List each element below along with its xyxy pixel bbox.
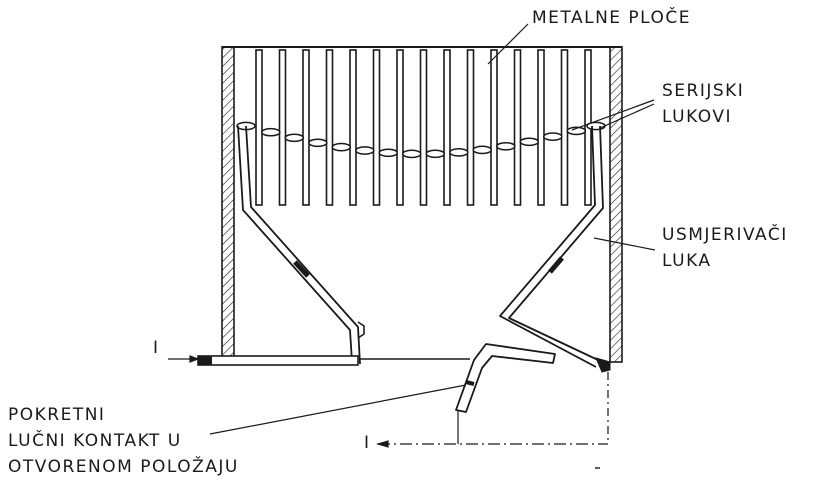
- series-arc: [519, 137, 540, 147]
- series-arc: [566, 126, 587, 136]
- series-arc: [496, 141, 516, 151]
- metal-plate: [349, 49, 357, 206]
- metal-plate: [560, 49, 569, 206]
- metal-plate: [443, 49, 451, 206]
- label-series-arcs-line1: SERIJSKI: [662, 81, 745, 101]
- label-section-bottom: I: [364, 433, 371, 453]
- metal-plate: [396, 49, 404, 206]
- metal-plate: [537, 49, 545, 206]
- right-wall: [609, 46, 623, 363]
- metal-plate: [466, 49, 475, 206]
- leader-arc-guides: [593, 237, 656, 251]
- series-arc: [449, 148, 469, 157]
- metal-plate: [325, 49, 334, 206]
- leader-moving-contact: [209, 384, 467, 435]
- leader-series-arcs-1: [571, 99, 655, 131]
- series-arc: [425, 149, 446, 159]
- metal-plate: [278, 49, 287, 206]
- series-arc: [543, 132, 563, 141]
- label-moving-contact-line1: POKRETNI: [8, 405, 106, 425]
- right-arc-guide: [499, 125, 604, 368]
- label-moving-contact-line2: LUČNI KONTAKT U: [8, 431, 182, 451]
- series-arc: [472, 145, 493, 155]
- series-arcs: [236, 121, 606, 159]
- leader-metal-plates: [487, 23, 529, 65]
- label-arc-guides-line2: LUKA: [662, 251, 712, 271]
- series-arc: [355, 146, 375, 155]
- left-wall: [221, 46, 235, 360]
- left-arc-guide: [237, 125, 365, 365]
- right-fixed-contact: [595, 357, 611, 373]
- metal-plates: [255, 49, 592, 206]
- metal-plate: [372, 49, 381, 206]
- leader-lines: [209, 23, 656, 435]
- section-line-left: [168, 355, 200, 363]
- series-arc: [402, 149, 422, 159]
- metal-plate: [419, 49, 428, 206]
- moving-arc-contact: [455, 343, 556, 413]
- left-fixed-contact: [197, 355, 359, 366]
- label-metal-plates: METALNE PLOČE: [532, 8, 692, 28]
- series-arc: [378, 148, 399, 158]
- leader-series-arcs-2: [599, 103, 655, 129]
- series-arc: [308, 138, 328, 148]
- metal-plate: [302, 49, 310, 206]
- section-line-bottom: [375, 372, 609, 448]
- metal-plate: [513, 49, 522, 206]
- series-arc: [261, 127, 281, 137]
- series-arc: [331, 142, 352, 152]
- metal-plate: [255, 49, 263, 206]
- series-arc: [284, 133, 305, 143]
- label-arc-guides-line1: USMJERIVAČI: [662, 225, 788, 245]
- label-moving-contact-line3: OTVORENOM POLOŽAJU: [8, 457, 239, 477]
- label-series-arcs-line2: LUKOVI: [662, 107, 733, 127]
- label-section-left: I: [153, 338, 160, 358]
- metal-plate: [490, 49, 498, 206]
